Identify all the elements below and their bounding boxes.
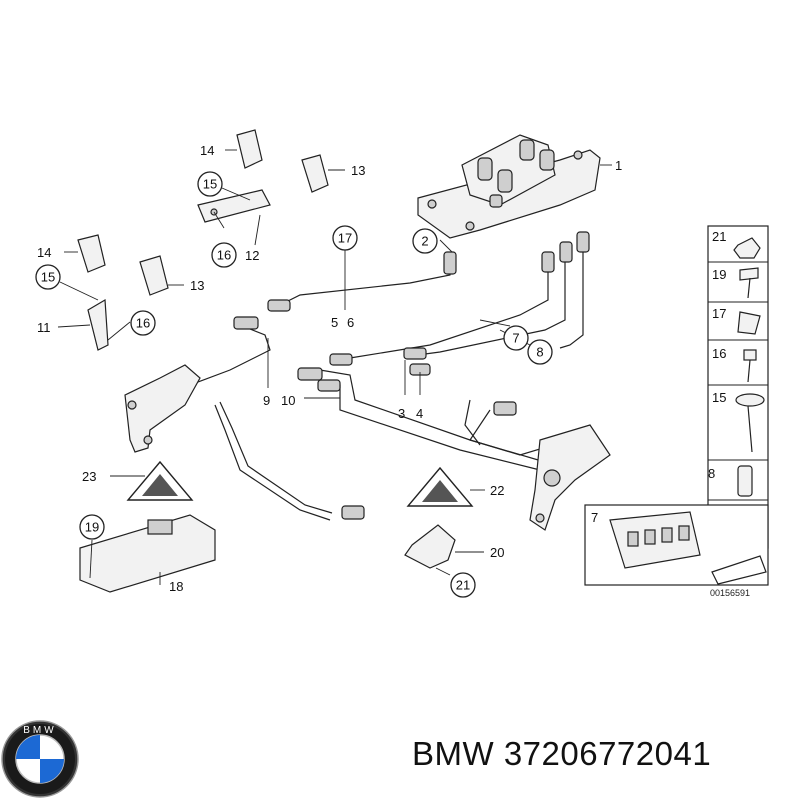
bmw-logo: BMW (1, 720, 79, 798)
label-circle-16-top (211, 242, 237, 268)
label-circle-15-middle (35, 264, 61, 290)
bracket-hole (127, 400, 137, 410)
label-16-top: 16 (217, 248, 231, 263)
clip-group-middle (77, 234, 169, 351)
label-8: 8 (536, 345, 543, 360)
control-module (79, 514, 216, 593)
label-10: 10 (281, 393, 295, 408)
label-5: 5 (331, 315, 338, 330)
label-circle-2 (412, 228, 438, 254)
label-22: 22 (490, 483, 504, 498)
label-17: 17 (338, 231, 352, 246)
label-circle-15-top (197, 171, 223, 197)
label-circle-17 (332, 225, 358, 251)
bracket-left (124, 364, 201, 453)
legend-label-21: 21 (712, 229, 726, 244)
warning-label-22 (406, 466, 474, 507)
label-circle-7 (503, 325, 529, 351)
label-18: 18 (169, 579, 183, 594)
label-15-middle: 15 (41, 270, 55, 285)
bracket-right (529, 424, 611, 531)
label-7: 7 (512, 331, 519, 346)
label-15-top: 15 (203, 177, 217, 192)
label-4: 4 (416, 406, 423, 421)
bracket-hole (535, 513, 545, 523)
label-13-top: 13 (351, 163, 365, 178)
label-19: 19 (85, 520, 99, 535)
label-2: 2 (421, 234, 428, 249)
inset-label-7: 7 (591, 510, 598, 525)
label-12: 12 (245, 248, 259, 263)
label-circle-19 (79, 514, 105, 540)
label-circle-8 (527, 339, 553, 365)
legend-label-8: 8 (708, 466, 715, 481)
label-14-top: 14 (200, 143, 214, 158)
part-numbers: 1 2 3 4 5 6 7 8 9 10 11 12 13 13 14 14 1… (35, 143, 622, 598)
sensor-part (404, 524, 456, 569)
inset-connector-box: 7 (584, 504, 769, 586)
label-11: 11 (37, 320, 51, 335)
label-6: 6 (347, 315, 354, 330)
brake-lines (189, 245, 586, 521)
bracket-hole (143, 435, 153, 445)
label-20: 20 (490, 545, 504, 560)
legend-label-17: 17 (712, 306, 726, 321)
legend-label-16: 16 (712, 346, 726, 361)
label-13-middle: 13 (190, 278, 204, 293)
label-circle-16-middle (130, 310, 156, 336)
arrow-icon (711, 555, 767, 585)
label-9: 9 (263, 393, 270, 408)
label-23: 23 (82, 469, 96, 484)
legend-label-15: 15 (712, 390, 726, 405)
label-circle-21 (450, 572, 476, 598)
label-16-middle: 16 (136, 316, 150, 331)
label-14-middle: 14 (37, 245, 51, 260)
svg-text:BMW: BMW (23, 725, 56, 736)
bracket-hole (543, 469, 561, 487)
fastener-legend: 21 19 17 16 15 8 2 (707, 225, 769, 549)
pipe-fittings (233, 231, 590, 520)
label-21: 21 (456, 578, 470, 593)
part-caption: BMW 37206772041 (412, 735, 712, 772)
warning-label-23 (126, 460, 194, 501)
valve-block (417, 134, 601, 239)
drawing-number: 00156591 (710, 588, 750, 598)
legend-label-19: 19 (712, 267, 726, 282)
label-1: 1 (615, 158, 622, 173)
label-3: 3 (398, 406, 405, 421)
